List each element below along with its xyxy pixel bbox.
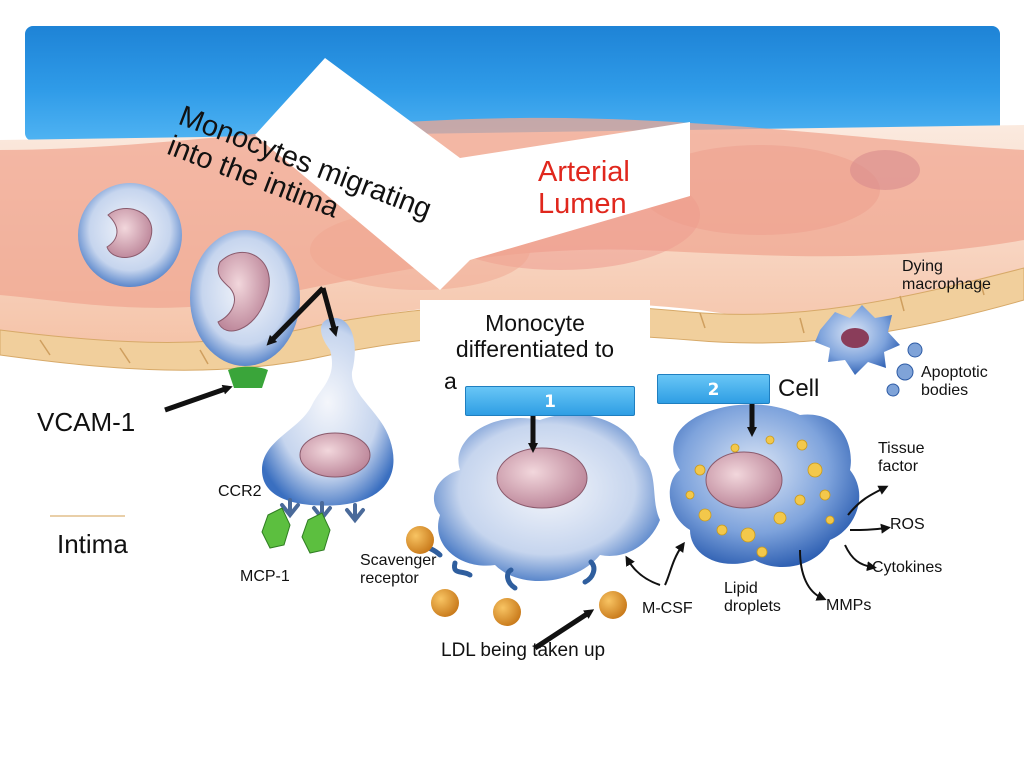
mmps-label: MMPs bbox=[826, 597, 872, 614]
scavenger-label-line2: receptor bbox=[360, 570, 419, 588]
apoptotic-label-line2: bodies bbox=[921, 382, 969, 400]
vcam-1-label: VCAM-1 bbox=[37, 407, 136, 437]
lumen-label-line1: Arterial bbox=[538, 156, 630, 188]
white-arrow-shape bbox=[255, 58, 690, 290]
monocyte-nucleus bbox=[217, 251, 270, 332]
vcam-1-adhesion bbox=[228, 366, 268, 388]
lipid-droplets bbox=[685, 435, 835, 558]
tissue-label-line1: Tissue bbox=[878, 440, 925, 457]
cell-label: Cell bbox=[778, 375, 820, 402]
mcp-1-chemokine bbox=[301, 512, 331, 554]
m-csf-label: M-CSF bbox=[642, 600, 693, 617]
ccr2-receptors bbox=[280, 498, 365, 524]
ros-label: ROS bbox=[890, 516, 925, 533]
blank-box-2[interactable]: 2 bbox=[657, 374, 770, 404]
arterial-lumen-label: Arterial Lumen bbox=[538, 156, 630, 221]
blank-box-1[interactable]: 1 bbox=[465, 386, 635, 416]
mcp-1-chemokine bbox=[261, 507, 291, 549]
ldl-particle bbox=[431, 589, 459, 617]
lipid-droplets-label: Lipid droplets bbox=[724, 580, 781, 617]
mcp-1-label: MCP-1 bbox=[240, 568, 290, 585]
monocyte-nucleus bbox=[299, 432, 371, 478]
apoptotic-label-line1: Apoptotic bbox=[921, 364, 988, 381]
tissue-factor-label: Tissue factor bbox=[878, 440, 925, 477]
callout-line3: a bbox=[444, 368, 457, 394]
ccr2-label: CCR2 bbox=[218, 483, 262, 500]
foam-cell-nucleus bbox=[705, 451, 783, 509]
dying-macrophage-label: Dying macrophage bbox=[902, 258, 991, 295]
monocyte-nucleus bbox=[106, 207, 153, 258]
tissue-label-line2: factor bbox=[878, 458, 919, 476]
scavenger-label-line1: Scavenger bbox=[360, 552, 437, 569]
cytokines-label: Cytokines bbox=[872, 559, 943, 576]
ldl-particle bbox=[406, 526, 434, 554]
lumen-label-line2: Lumen bbox=[538, 188, 627, 221]
lipid-label-line1: Lipid bbox=[724, 580, 758, 597]
lipid-label-line2: droplets bbox=[724, 598, 781, 616]
dying-macrophage-nucleus bbox=[841, 328, 869, 348]
dying-label-line2: macrophage bbox=[902, 276, 991, 294]
callout-line2: differentiated to bbox=[455, 336, 615, 363]
apoptotic-bodies bbox=[886, 342, 923, 397]
red-blood-cell bbox=[640, 145, 880, 235]
macrophage-nucleus bbox=[496, 447, 588, 509]
ldl-particle bbox=[599, 591, 627, 619]
pointer-arrows bbox=[164, 286, 757, 651]
intima-label: Intima bbox=[57, 529, 128, 559]
process-arrows bbox=[625, 485, 891, 601]
ldl-uptake-label: LDL being taken up bbox=[441, 640, 606, 661]
dying-label-line1: Dying bbox=[902, 258, 943, 275]
ldl-particle bbox=[493, 598, 521, 626]
platelet bbox=[850, 150, 920, 190]
callout-line1: Monocyte bbox=[485, 310, 585, 336]
apoptotic-bodies-label: Apoptotic bodies bbox=[921, 364, 988, 401]
scavenger-receptor-label: Scavenger receptor bbox=[360, 552, 437, 589]
